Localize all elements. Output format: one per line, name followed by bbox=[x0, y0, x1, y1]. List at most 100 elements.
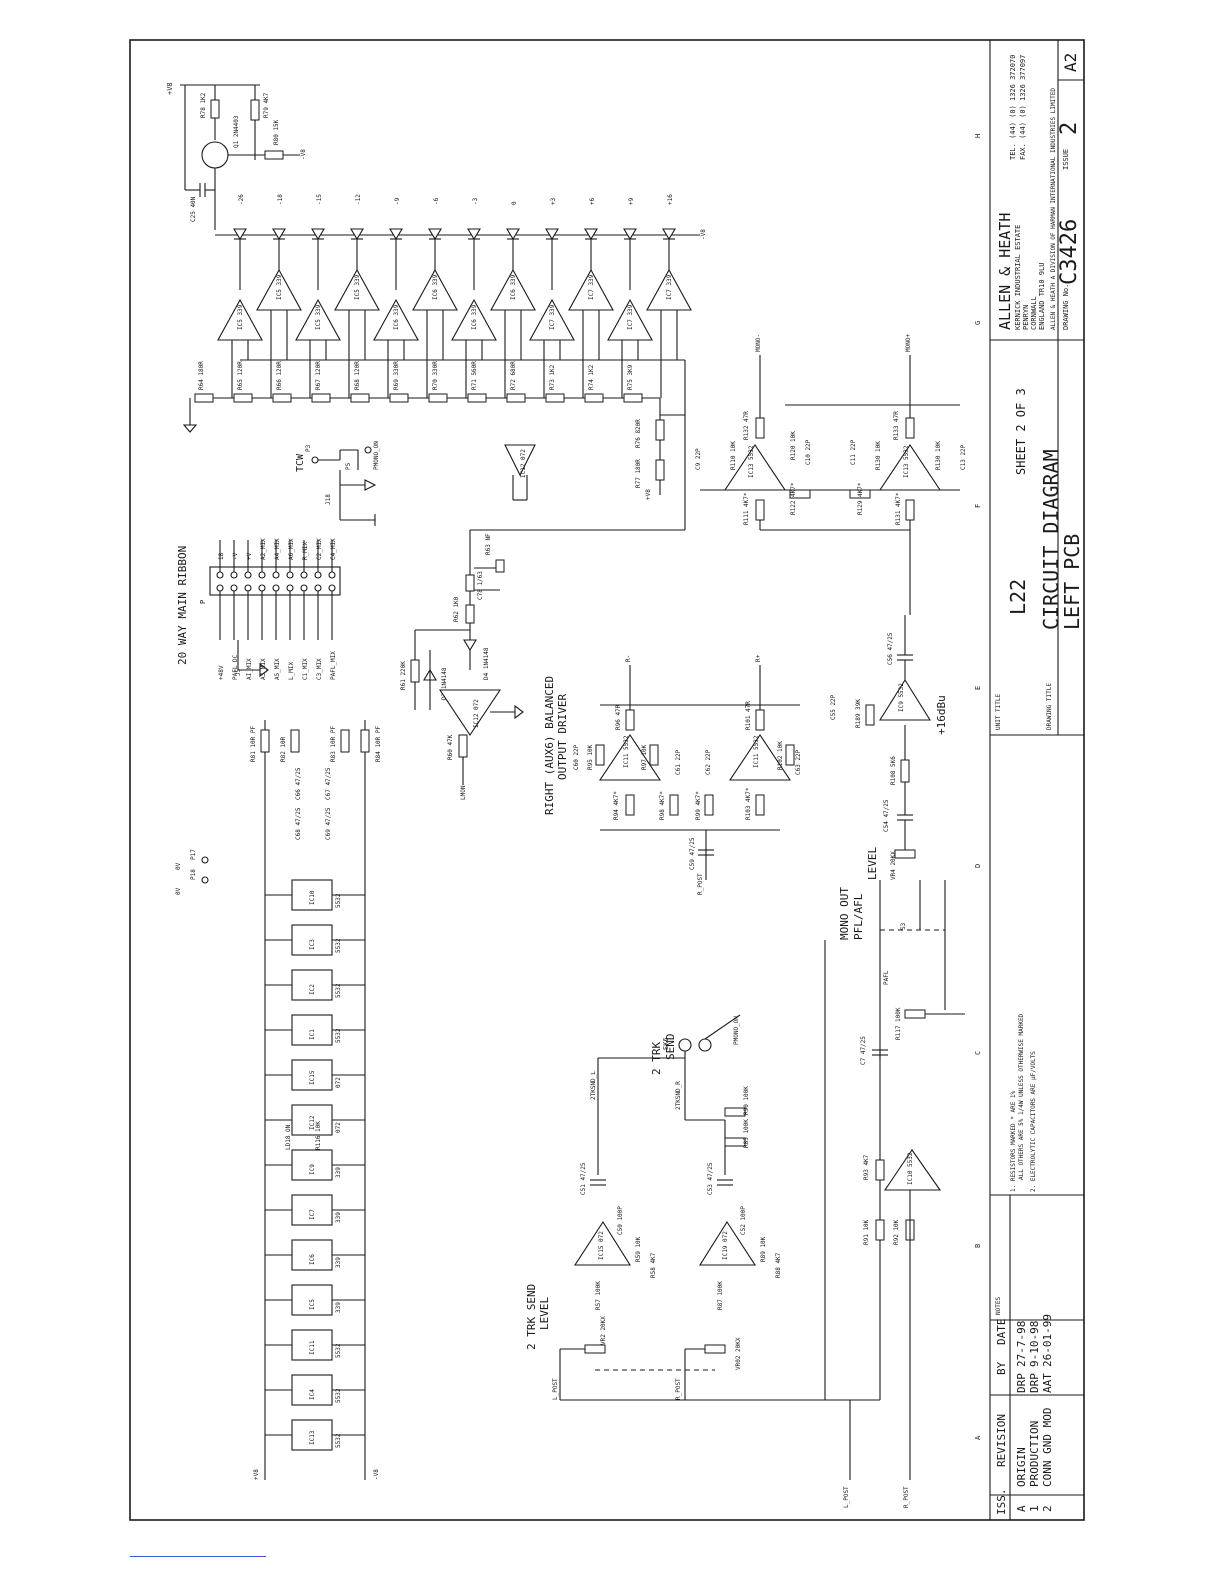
trk-lpost-label: L_POST bbox=[552, 1378, 559, 1400]
c50-label: C50 100P bbox=[617, 1206, 624, 1235]
j18-label: J18 bbox=[325, 494, 332, 505]
meter-led bbox=[584, 228, 598, 241]
peak-detector: C78 1/63 R63 NF R62 1K0 D4 1N4148 R61 22… bbox=[400, 533, 524, 800]
meter-led bbox=[506, 228, 520, 241]
rev-row-1-revision: ORIGIN bbox=[1015, 1447, 1028, 1487]
r98-label: R98 4K7* bbox=[659, 791, 666, 820]
supply-ic-type: 339 bbox=[335, 1212, 342, 1223]
ladder-resistor-label: R71 560R bbox=[471, 361, 478, 390]
rev-row-1-iss: A bbox=[1015, 1505, 1028, 1512]
r189-label: R189 39K bbox=[855, 699, 862, 728]
supply-ic-name: IC15 bbox=[309, 1070, 316, 1085]
note-1b: ALL OTHERS ARE 5% 1/4W UNLESS OTHERWISE … bbox=[1018, 1013, 1025, 1180]
meter-comparator bbox=[451, 298, 497, 341]
vr2-label: VR2 20KX bbox=[600, 1316, 607, 1345]
two-track-send-section: 2 TRK SEND LEVEL 2 TRK SEND SK6 PMONO_ON… bbox=[525, 1014, 782, 1400]
ic12-buffer: IC12 072 bbox=[504, 444, 536, 501]
ribbon-pin bbox=[286, 584, 294, 592]
title-block: ALLEN & HEATH KERNICK INDUSTRIAL ESTATE … bbox=[989, 40, 1084, 1520]
meter-comparator bbox=[217, 298, 263, 341]
r95-label: R95 10K bbox=[587, 744, 594, 770]
meter-led bbox=[428, 228, 442, 241]
supply-ic-name: IC1 bbox=[309, 1029, 316, 1040]
drawing-title-label: DRAWING TITLE bbox=[1046, 683, 1053, 730]
supply-ic-type: 5532 bbox=[335, 983, 342, 998]
r-plus-label: R+ bbox=[755, 654, 762, 662]
rev-row-2-date: 9-10-98 bbox=[1028, 1321, 1041, 1367]
footer-link-underline[interactable] bbox=[130, 1556, 266, 1557]
supply-ic-type: 5532 bbox=[335, 1433, 342, 1448]
p17-label: P17 bbox=[190, 849, 197, 860]
r93-label: R93 4K7 bbox=[863, 1154, 870, 1180]
issue-label: ISSUE bbox=[1062, 149, 1070, 170]
ladder-resistor bbox=[272, 393, 292, 403]
r132-label: R132 47R bbox=[743, 411, 750, 440]
r59-label: R59 10K bbox=[635, 1236, 642, 1262]
ribbon-pin bbox=[272, 571, 280, 579]
ladder-resistor bbox=[467, 393, 487, 403]
c10-label: C10 22P bbox=[805, 439, 812, 465]
ld18-label: LD18 ON bbox=[285, 1124, 292, 1150]
supply-ic-type: 5532 bbox=[335, 1028, 342, 1043]
ic11b-label: IC11 5532 bbox=[753, 735, 760, 768]
ladder-resistor bbox=[428, 393, 448, 403]
ribbon-pin bbox=[314, 571, 322, 579]
meter-db-mark: -18 bbox=[277, 194, 284, 205]
unit-title: L22 bbox=[1006, 579, 1030, 615]
ribbon-pin bbox=[244, 584, 252, 592]
meter-db-mark: -9 bbox=[394, 197, 401, 205]
ribbon-pin-label-right: +V bbox=[246, 552, 253, 560]
d3-label: D3 1N4148 bbox=[441, 667, 448, 700]
rev-header-iss: ISS. bbox=[995, 1489, 1008, 1516]
post-inputs: L_POST R_POST bbox=[843, 1400, 910, 1508]
meter-led bbox=[623, 228, 637, 241]
meter-comparator bbox=[529, 298, 575, 341]
balanced-title-2: OUTPUT DRIVER bbox=[556, 694, 569, 780]
ribbon-pin bbox=[230, 584, 238, 592]
ribbon-pin bbox=[244, 571, 252, 579]
r101-label: R101 47R bbox=[745, 701, 752, 730]
ladder-resistor-label: R75 3K9 bbox=[627, 364, 634, 390]
rev-row-2-revision: PRODUCTION bbox=[1028, 1421, 1041, 1487]
ribbon-pin-label-left: +48V bbox=[218, 665, 225, 680]
r133-label: R133 47R bbox=[893, 411, 900, 440]
ribbon-title: 20 WAY MAIN RIBBON bbox=[176, 546, 189, 665]
drawing-title-1: CIRCUIT DIAGRAM bbox=[1039, 449, 1063, 630]
r85-label: R85 100K bbox=[743, 1119, 750, 1148]
c11-label: C11 22P bbox=[850, 439, 857, 465]
ribbon-j5-label: J5 bbox=[235, 668, 242, 676]
ladder-resistor bbox=[311, 393, 331, 403]
grid-letter-f: F bbox=[974, 504, 982, 508]
pafl-label: PAFL bbox=[883, 970, 890, 985]
p5-label: P5 bbox=[345, 462, 352, 470]
ic11a-label: IC11 5532 bbox=[623, 735, 630, 768]
rev-row-2-iss: 1 bbox=[1028, 1505, 1041, 1512]
comparator-label: IC7 339 bbox=[666, 274, 673, 300]
ribbon-pin-label-right: A2_MIX bbox=[260, 538, 267, 560]
r87-label: R87 100K bbox=[717, 1281, 724, 1310]
ribbon-pin bbox=[258, 584, 266, 592]
mono-out-title: MONO OUT bbox=[838, 887, 851, 940]
supply-minus-label: -V8 bbox=[373, 1469, 380, 1480]
p3-label: P3 bbox=[305, 444, 312, 452]
meter-supply-label: +V8 bbox=[166, 82, 174, 95]
c69-label: C69 47/25 bbox=[325, 807, 332, 840]
ladder-supply-label: +V8 bbox=[645, 489, 652, 500]
c25-label: C25 40N bbox=[190, 196, 197, 222]
r97-label: R97 10K bbox=[641, 744, 648, 770]
supply-ic-type: 5532 bbox=[335, 1343, 342, 1358]
r57-label: R57 100K bbox=[595, 1281, 602, 1310]
ribbon-pin bbox=[300, 571, 308, 579]
ic9-label: IC9 5532 bbox=[898, 683, 905, 712]
meter-db-mark: +6 bbox=[589, 197, 596, 205]
rev-row-3-date: 26-01-99 bbox=[1041, 1314, 1054, 1367]
supply-ic-name: IC11 bbox=[309, 1340, 316, 1355]
address-line-1: KERNICK INDUSTRIAL ESTATE bbox=[1014, 225, 1022, 330]
meter-comparator bbox=[646, 268, 692, 311]
supply-ic-name: IC10 bbox=[309, 890, 316, 905]
sheet-border bbox=[129, 39, 1085, 1521]
comparator-label: IC6 339 bbox=[510, 274, 517, 300]
